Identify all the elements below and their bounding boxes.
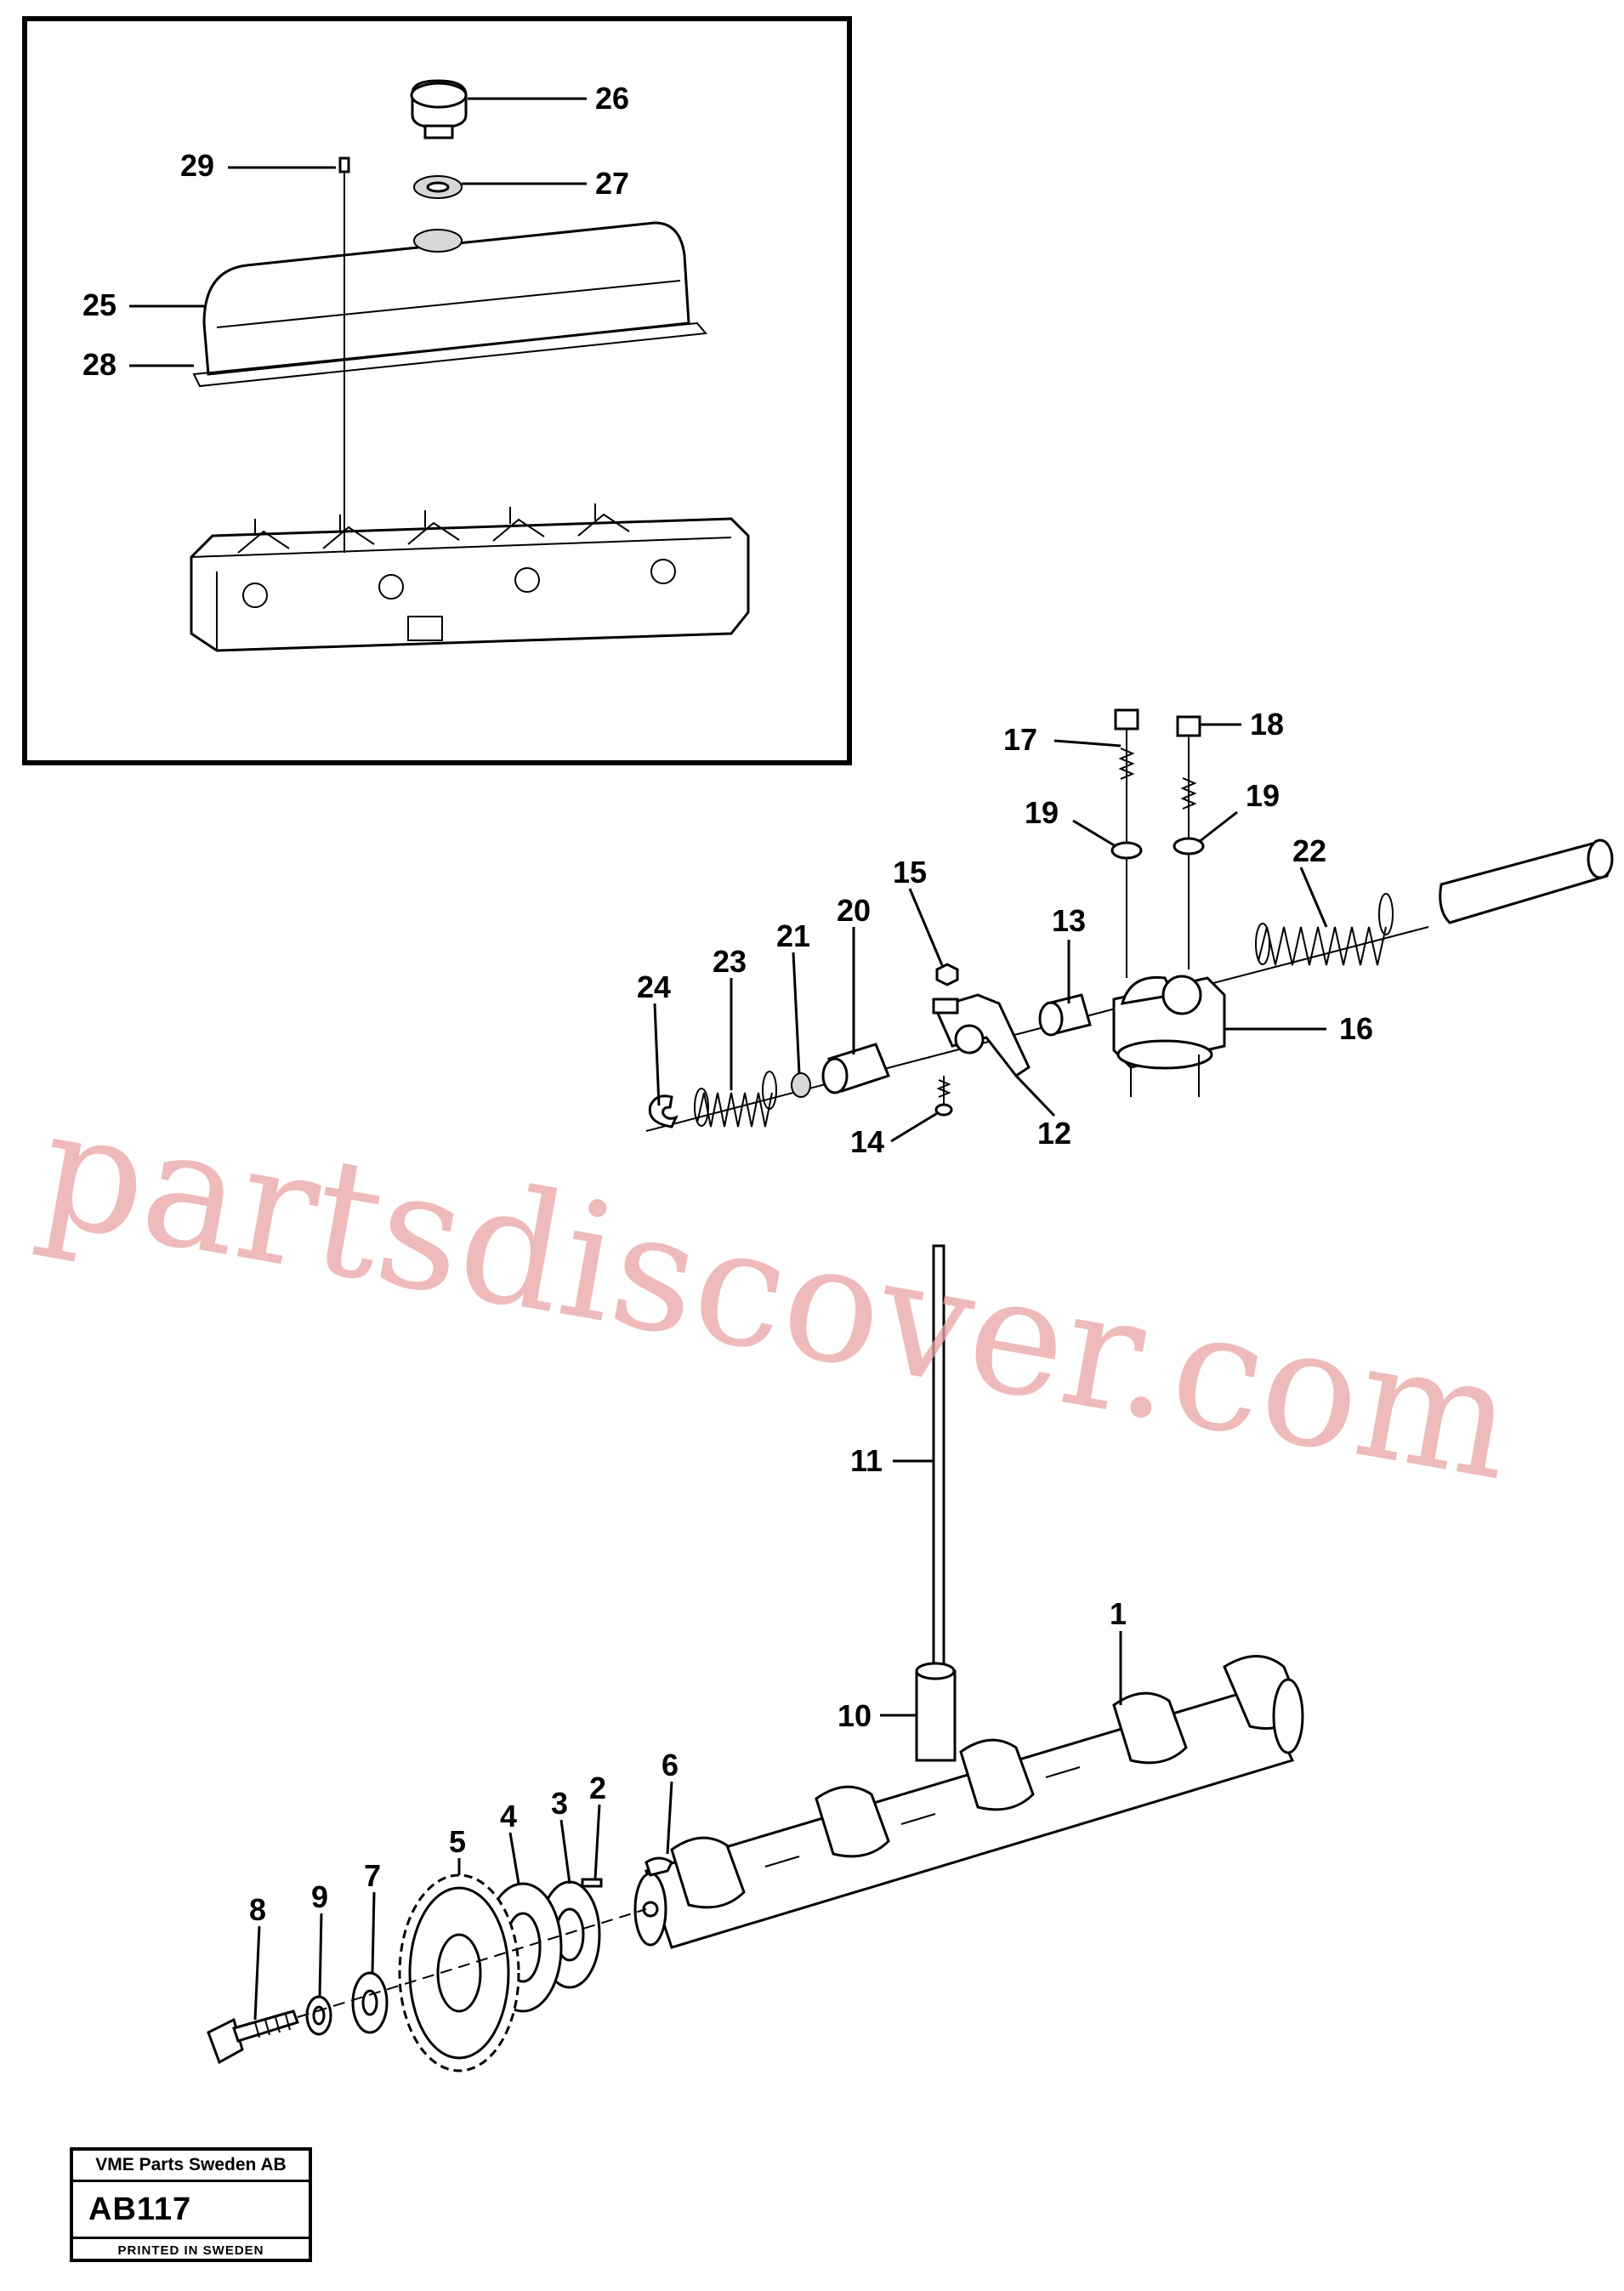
callout-16: 16 [1339,1011,1373,1046]
gear-bolt [207,2010,299,2065]
circlip [648,1094,679,1128]
callout-17: 17 [1003,722,1037,757]
washer-19b [1173,837,1205,856]
callout-12: 12 [1037,1116,1071,1151]
callout-15: 15 [893,855,927,890]
washer-19a [1110,841,1143,860]
callout-3: 3 [551,1786,568,1821]
cover-gasket [192,321,707,388]
callout-13: 13 [1052,903,1086,938]
camshaft [633,1655,1304,1949]
drawing-code: AB117 [73,2182,309,2239]
watermark: partsdiscover.com [27,1073,1526,1517]
callout-28: 28 [82,347,116,382]
callout-9: 9 [311,1879,328,1914]
rocker-shaft-assembly [645,708,1614,1132]
valve-cover-inset [22,16,852,765]
callout-labels: 26 27 29 25 28 17 18 19 19 22 13 15 20 2… [82,81,1373,1927]
callout-26: 26 [595,81,629,116]
cover-stud [338,156,350,553]
leader-lines [129,97,1328,2021]
callout-21: 21 [776,918,810,953]
gear-washer [351,1971,389,2034]
company-name: VME Parts Sweden AB [73,2151,309,2182]
callout-1: 1 [1110,1596,1127,1631]
cylinder-head [190,503,750,652]
callout-25: 25 [82,287,116,322]
rocker-bracket [1112,975,1226,1070]
callout-24: 24 [637,969,671,1004]
callout-29: 29 [180,148,214,183]
camshaft-gear [398,1873,520,2072]
callout-23: 23 [713,944,747,979]
rocker-spring-22 [1258,926,1387,966]
adjusting-nut [935,963,959,986]
shaft-end-tube [1439,839,1614,924]
woodruff-key [644,1856,673,1877]
pushrod-assembly [915,1244,957,1762]
rocker-arm [932,993,1031,1078]
rocker-spring-23 [696,1092,773,1128]
callout-14: 14 [850,1124,884,1159]
callout-6: 6 [662,1748,679,1782]
callout-10: 10 [838,1698,872,1733]
callout-27: 27 [595,166,629,201]
adjusting-screw [934,1076,953,1117]
lock-washer [305,1995,332,2036]
callout-8: 8 [249,1892,266,1927]
callout-19a: 19 [1025,795,1059,830]
callout-19b: 19 [1246,778,1280,813]
callout-11: 11 [850,1443,883,1478]
bushing [1038,993,1092,1037]
callout-20: 20 [837,893,871,928]
callout-5: 5 [449,1824,466,1859]
callout-2: 2 [589,1771,606,1805]
callout-18: 18 [1250,707,1284,742]
callout-4: 4 [500,1799,517,1833]
pin [581,1878,603,1888]
oil-filler-cap [410,79,468,139]
shaft-washer [791,1072,811,1098]
cover-seal [413,229,463,253]
callout-7: 7 [364,1858,381,1893]
title-block: VME Parts Sweden AB AB117 PRINTED IN SWE… [70,2147,312,2262]
printed-note: PRINTED IN SWEDEN [117,2243,264,2258]
spacer [821,1043,890,1094]
callout-22: 22 [1292,833,1326,868]
tappet [915,1662,957,1762]
